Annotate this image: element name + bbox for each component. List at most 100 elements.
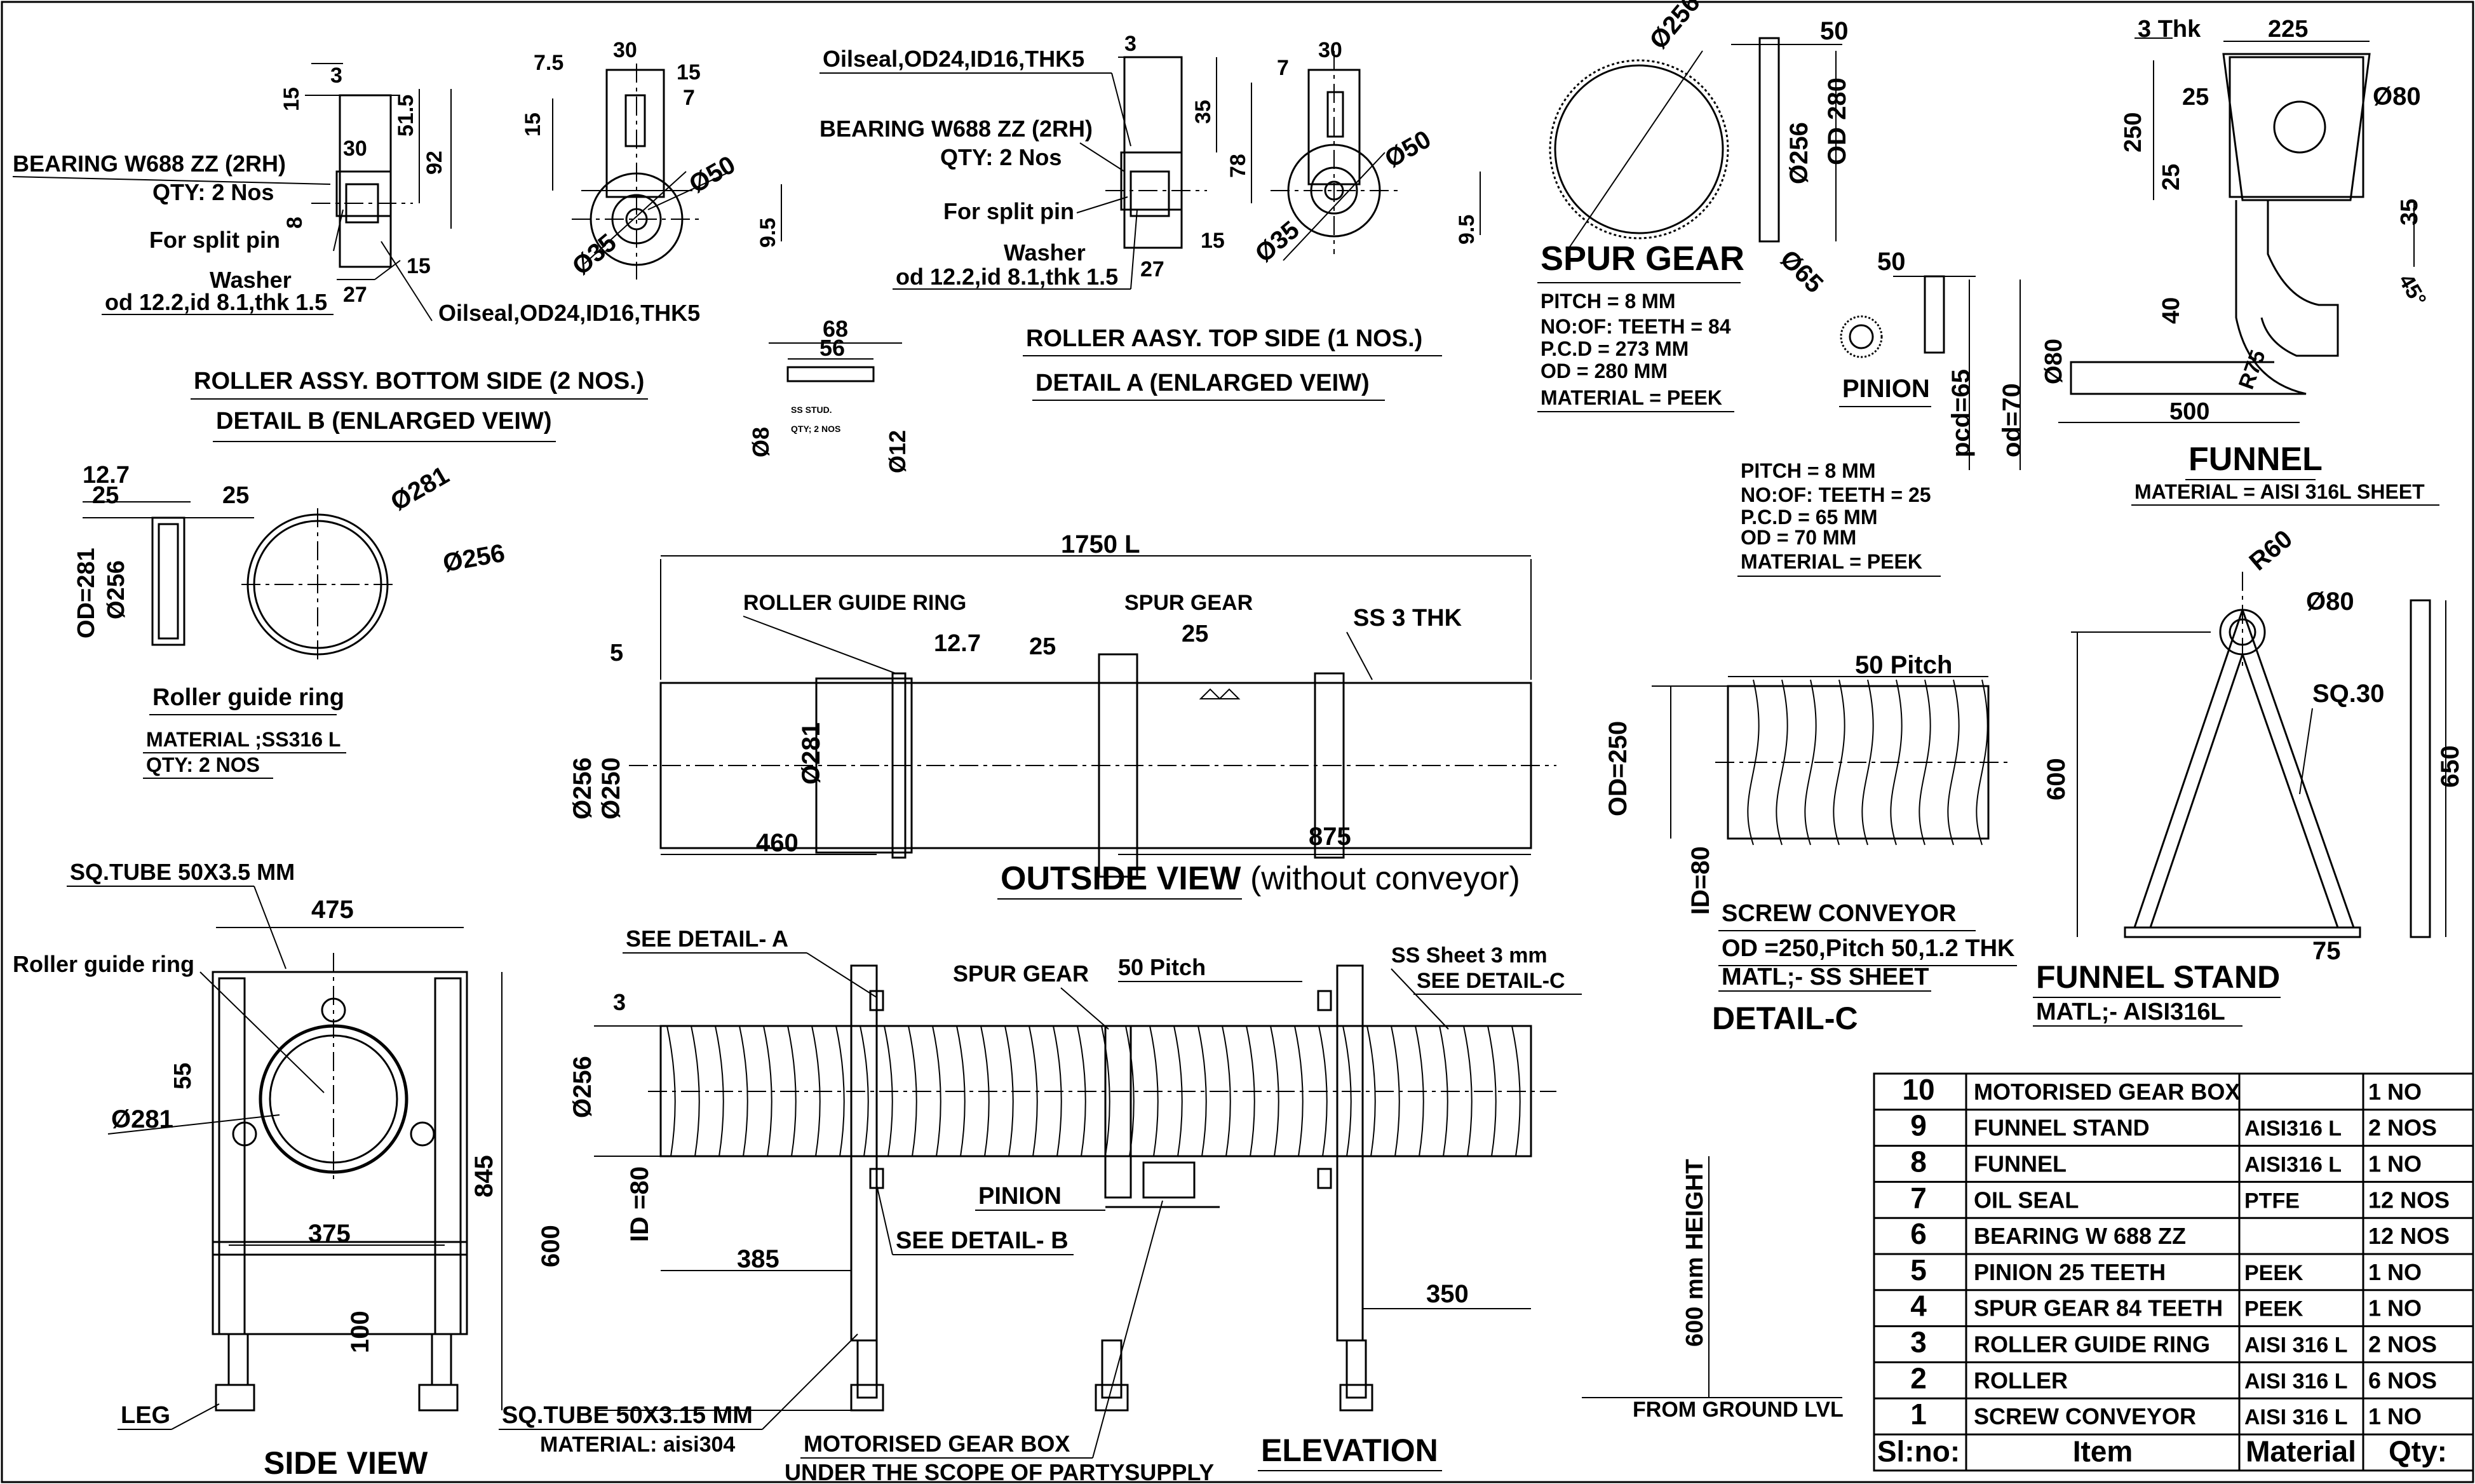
bom-material: AISI316 L [2244,1152,2342,1177]
bom-slno: 4 [1910,1290,1927,1323]
bom-slno: 10 [1902,1073,1934,1106]
pinion-pcd: P.C.D = 65 MM [1741,506,1877,529]
outside-dim-dia250: Ø250 [597,757,625,820]
elev-scope-label: UNDER THE SCOPE OF PARTYSUPPLY [785,1459,1214,1484]
outside-guide-label: ROLLER GUIDE RING [743,591,966,615]
spur-dim-od280: OD 280 [1823,78,1851,165]
detail-b-dim-27: 27 [343,283,367,307]
detail-b-dim-8: 8 [283,217,307,229]
elev-dim-600: 600 [537,1225,565,1267]
side-dim-845: 845 [470,1155,498,1197]
pinion-pitch: PITCH = 8 MM [1741,459,1875,482]
elev-pinion-label: PINION [978,1183,1062,1210]
detail-a-dim-15: 15 [1201,229,1225,253]
ring-dim-dia281: Ø281 [386,461,454,516]
ring-title: Roller guide ring [152,684,344,711]
outside-dim-1750: 1750 L [1061,530,1140,558]
screw-conveyor-detail: 50 Pitch OD=250 ID=80 SCREW CONVEYOR OD … [1604,651,2017,1036]
funnel-dim-dia80b: Ø80 [2040,339,2067,384]
detail-b: BEARING W688 ZZ (2RH) QTY: 2 Nos For spl… [12,38,782,442]
bom-material: AISI 316 L [2244,1369,2348,1393]
ring-qty: QTY: 2 NOS [146,753,260,776]
side-view-title: SIDE VIEW [264,1445,428,1481]
detail-a-dim-35: 35 [1191,100,1215,124]
stand-dim-75: 75 [2312,937,2341,965]
elev-see-detail-a: SEE DETAIL- A [626,926,788,952]
detail-a-washer-label: Washer [1004,239,1086,266]
detail-a-title-2: DETAIL A (ENLARGED VEIW) [1035,370,1370,396]
side-dim-55: 55 [170,1063,196,1089]
stud-dim-dia8: Ø8 [748,427,774,457]
detail-a-dim-9-5: 9.5 [1455,215,1479,245]
elev-dim-id80: ID =80 [626,1166,654,1242]
stud-label-2: QTY; 2 NOS [791,424,840,434]
elev-ground-label: FROM GROUND LVL [1633,1398,1844,1422]
spur-teeth: NO:OF: TEETH = 84 [1541,315,1731,338]
detail-a-dim-78: 78 [1226,154,1250,178]
bom-material: AISI316 L [2244,1117,2342,1141]
bom-slno: 1 [1910,1398,1927,1431]
bom-slno: 3 [1910,1325,1927,1358]
spur-pcd: P.C.D = 273 MM [1541,337,1689,360]
pinion-pcd65: pcd=65 [1947,369,1975,457]
bom-item: ROLLER GUIDE RING [1974,1331,2210,1357]
ring-material: MATERIAL ;SS316 L [146,728,341,751]
bom-qty: 12 NOS [2368,1187,2450,1213]
stud-dim-68: 68 [823,316,848,342]
stand-dim-r60: R60 [2244,525,2298,576]
bom-frame [1873,1072,2474,1472]
stand-dim-sq30: SQ.30 [2312,680,2384,708]
funnel-title: FUNNEL [2188,441,2323,478]
funnel-dim-225: 225 [2268,16,2308,43]
elev-dim-3: 3 [613,989,626,1015]
detail-a-dim-dia35: Ø35 [1250,216,1305,268]
detail-b-qty-label: QTY: 2 Nos [152,179,274,205]
bom-slno: 8 [1910,1145,1927,1178]
detail-a-bearing-label: BEARING W688 ZZ (2RH) [819,116,1093,142]
detail-b-dim-7-5: 7.5 [534,51,563,75]
funnel-detail: 3 Thk 225 Ø80 25 250 25 35 40 45° Ø80 50… [2040,16,2439,506]
bom-item: FUNNEL STAND [1974,1115,2150,1141]
screw-title: SCREW CONVEYOR [1722,900,1956,927]
pinion-material: MATERIAL = PEEK [1741,550,1922,573]
bom-qty: 1 NO [2368,1259,2422,1285]
ring-dim-25: 25 [92,482,119,509]
elevation-title: ELEVATION [1261,1433,1438,1468]
bom-slno: 9 [1910,1109,1927,1142]
outside-view-title-main: OUTSIDE VIEW [1001,860,1241,897]
detail-b-dim-15c: 15 [677,60,701,84]
screw-od: OD=250 [1604,721,1632,816]
funnel-dim-45: 45° [2394,270,2431,311]
elev-see-detail-c: SEE DETAIL-C [1417,969,1565,993]
bom-material: PEEK [2244,1261,2303,1285]
bom-item: SPUR GEAR 84 TEETH [1974,1295,2223,1321]
outside-dim-12-7: 12.7 [934,630,981,657]
bom-item: FUNNEL [1974,1150,2067,1177]
bom-material: PEEK [2244,1297,2303,1321]
funnel-dim-r75: R75 [2234,347,2270,393]
spur-od: OD = 280 MM [1541,360,1668,382]
detail-b-dim-dia35: Ø35 [567,229,622,281]
elev-height-label: 600 mm HEIGHT [1682,1159,1708,1347]
detail-b-dim-51-5: 51.5 [394,95,418,137]
side-dim-100: 100 [346,1311,374,1353]
bom-item: OIL SEAL [1974,1187,2079,1213]
detail-b-dim-15: 15 [280,87,304,111]
bom-qty: 12 NOS [2368,1223,2450,1249]
bom-slno: 2 [1910,1361,1927,1394]
stand-title: FUNNEL STAND [2036,959,2280,995]
side-tube-label: SQ.TUBE 50X3.5 MM [70,859,295,885]
outside-ss3-label: SS 3 THK [1353,605,1462,631]
bom-slno: 6 [1910,1217,1927,1250]
detail-a-washer-spec: od 12.2,id 8.1,thk 1.5 [896,264,1118,290]
funnel-dim-25b: 25 [2158,164,2185,191]
stand-dim-600: 600 [2042,758,2070,800]
